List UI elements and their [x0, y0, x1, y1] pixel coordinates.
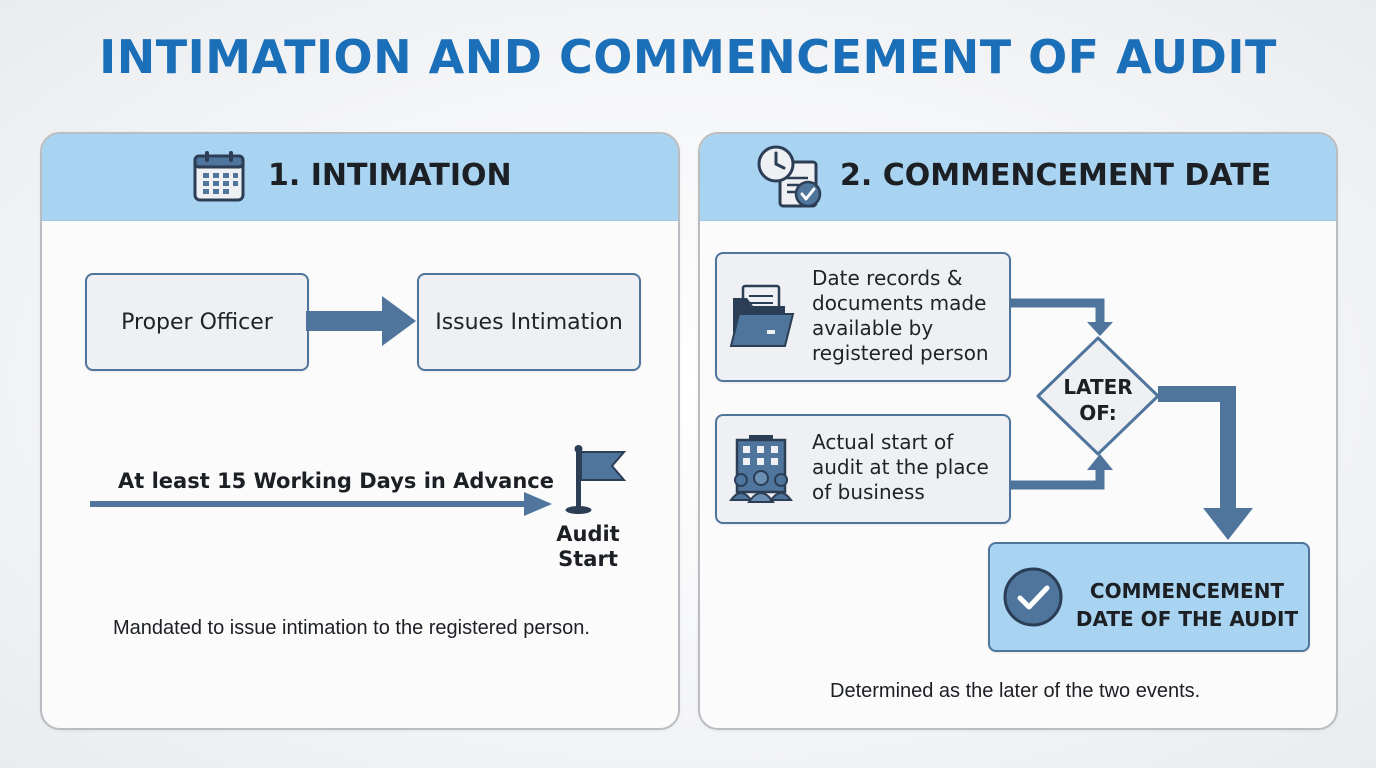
decision-line1: LATER — [1063, 375, 1133, 399]
commencement-note: Determined as the later of the two event… — [830, 680, 1201, 702]
timeline-label: At least 15 Working Days in Advance — [118, 469, 554, 493]
result-line2: DATE OF THE AUDIT — [1075, 607, 1299, 631]
intimation-panel — [40, 132, 680, 730]
issues-intimation-box: Issues Intimation — [417, 273, 641, 371]
event-records-line: Date records & — [812, 266, 963, 290]
checkmark-circle-icon — [1003, 567, 1063, 627]
calendar-icon — [193, 151, 245, 202]
flag-label-line2: Start — [558, 547, 618, 571]
page-title: INTIMATION AND COMMENCEMENT OF AUDIT — [99, 30, 1277, 84]
flow-connectors — [1008, 298, 1253, 540]
event-records-line: documents made — [812, 291, 987, 315]
flag-label-line1: Audit — [556, 522, 620, 546]
event-audit-start-line: audit at the place — [812, 455, 989, 479]
event-records-text: Date records & documents made available … — [812, 266, 989, 366]
event-records-box: Date records & documents made available … — [715, 252, 1011, 382]
intimation-note: Mandated to issue intimation to the regi… — [113, 617, 590, 639]
event-audit-start-line: Actual start of — [812, 430, 954, 454]
result-line1: COMMENCEMENT — [1089, 579, 1285, 603]
decision-label: LATER OF: — [1054, 374, 1142, 426]
event-audit-start-box: Actual start of audit at the place of bu… — [715, 414, 1011, 524]
event-records-line: available by — [812, 316, 934, 340]
office-building-people-icon — [729, 435, 793, 503]
commencement-heading: 2. COMMENCEMENT DATE — [840, 158, 1272, 193]
timeline-arrow — [90, 492, 552, 516]
folder-documents-icon — [729, 284, 795, 347]
clock-document-icon — [757, 145, 822, 208]
event-audit-start-line: of business — [812, 480, 925, 504]
issues-intimation-label: Issues Intimation — [435, 309, 623, 335]
event-records-line: registered person — [812, 341, 989, 365]
officer-to-intimation-arrow — [306, 296, 416, 346]
decision-diamond — [1036, 336, 1160, 456]
flag-icon — [565, 445, 627, 514]
flag-label: Audit Start — [548, 522, 628, 572]
event-audit-start-text: Actual start of audit at the place of bu… — [812, 430, 989, 505]
result-box: COMMENCEMENT DATE OF THE AUDIT — [988, 542, 1310, 652]
proper-officer-label: Proper Officer — [121, 309, 273, 335]
proper-officer-box: Proper Officer — [85, 273, 309, 371]
decision-line2: OF: — [1079, 401, 1117, 425]
result-label: COMMENCEMENT DATE OF THE AUDIT — [1072, 577, 1302, 633]
intimation-header — [42, 134, 678, 221]
intimation-heading: 1. INTIMATION — [268, 158, 512, 193]
